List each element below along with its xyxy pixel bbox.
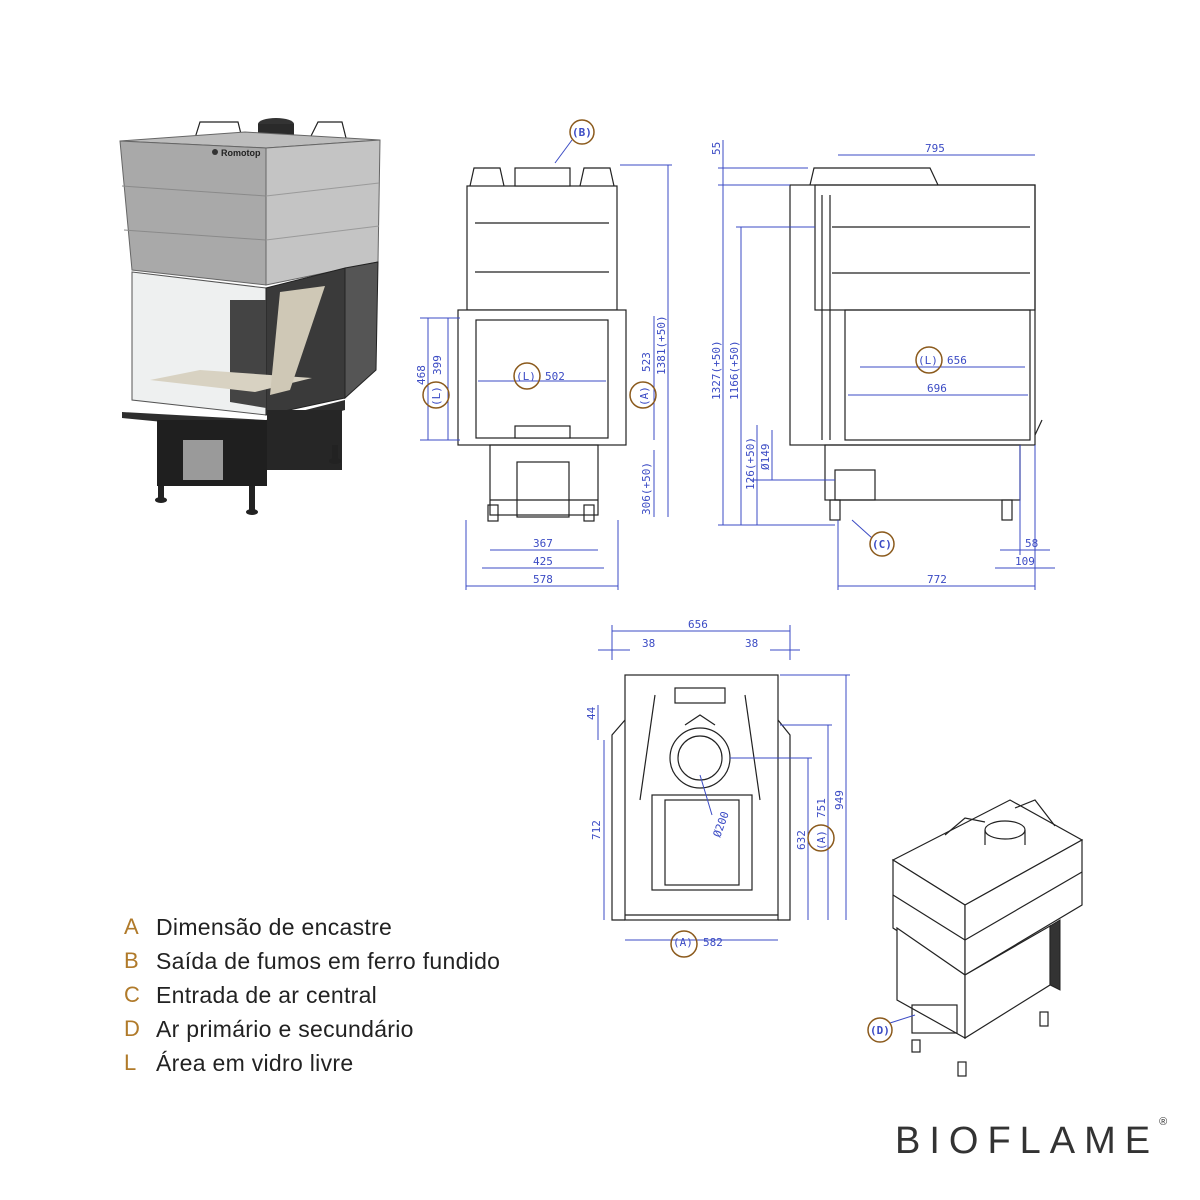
side-dim-149: Ø149 — [759, 444, 772, 471]
side-dim-1166: 1166(+50) — [728, 340, 741, 400]
callout-d: (D) — [870, 1024, 890, 1037]
front-dim-468: 468 — [415, 365, 428, 385]
legend-text: Área em vidro livre — [156, 1049, 354, 1076]
side-callout-l: (L) — [918, 354, 938, 367]
legend-letter: C — [124, 982, 140, 1007]
side-dim-696: 696 — [927, 382, 947, 395]
front-dim-1381: 1381(+50) — [655, 315, 668, 375]
front-view: 468 399 (L) (L) 502 (A) 523 1381(+50) 30… — [415, 119, 672, 590]
front-callout-l-circle — [422, 381, 450, 409]
front-dim-306: 306(+50) — [640, 462, 653, 515]
registered-mark: ® — [1159, 1116, 1168, 1128]
legend-item-l: L Área em vidro livre — [124, 1046, 500, 1080]
callout-b-circle — [569, 119, 595, 145]
product-render: Romotop — [119, 118, 381, 515]
legend-text: Saída de fumos em ferro fundido — [156, 947, 501, 974]
legend-text: Entrada de ar central — [156, 981, 378, 1008]
legend-letter: B — [124, 948, 139, 973]
top-dim-582: 582 — [703, 936, 723, 949]
front-dim-578: 578 — [533, 573, 553, 586]
front-callout-l2: (L) — [516, 370, 536, 383]
front-dim-425: 425 — [533, 555, 553, 568]
front-dim-367: 367 — [533, 537, 553, 550]
side-dim-109: 109 — [1015, 555, 1035, 568]
romotop-logo: Romotop — [221, 148, 261, 158]
top-callout-a: (A) — [815, 830, 828, 850]
legend-item-b: B Saída de fumos em ferro fundido — [124, 944, 500, 978]
legend-text: Ar primário e secundário — [156, 1015, 414, 1042]
side-dim-58: 58 — [1025, 537, 1038, 550]
side-dim-1327: 1327(+50) — [710, 340, 723, 400]
callout-d-circle — [867, 1017, 893, 1043]
front-callout-a: (A) — [638, 386, 651, 406]
front-callout-a-circle — [629, 381, 657, 409]
legend: A Dimensão de encastre B Saída de fumos … — [124, 910, 500, 1080]
side-dim-656: 656 — [947, 354, 967, 367]
top-view: 656 38 38 44 712 632 (A) 751 949 Ø200 (A… — [585, 618, 850, 958]
top-callout-a2-circle — [670, 930, 698, 958]
top-dim-949: 949 — [833, 790, 846, 810]
front-dim-399: 399 — [431, 355, 444, 375]
legend-text: Dimensão de encastre — [156, 913, 393, 940]
front-dim-502: 502 — [545, 370, 565, 383]
side-dim-795: 795 — [925, 142, 945, 155]
top-dim-38-left: 38 — [642, 637, 655, 650]
legend-letter: D — [124, 1016, 140, 1041]
top-dim-38-right: 38 — [745, 637, 758, 650]
front-callout-l2-circle — [513, 362, 541, 390]
top-dim-656: 656 — [688, 618, 708, 631]
side-dim-772: 772 — [927, 573, 947, 586]
brand-name: BIOFLAME — [895, 1120, 1160, 1162]
top-dim-44: 44 — [585, 706, 598, 720]
legend-letter: L — [124, 1050, 137, 1075]
callout-c-circle — [869, 531, 895, 557]
callout-b: (B) — [572, 126, 592, 139]
isometric-drawing: (D) — [867, 799, 1084, 1077]
front-callout-l: (L) — [430, 386, 443, 406]
side-dim-55: 55 — [710, 142, 723, 155]
top-dim-751: 751 — [815, 798, 828, 818]
top-dim-632: 632 — [795, 830, 808, 850]
front-dim-523: 523 — [640, 352, 653, 372]
legend-item-c: C Entrada de ar central — [124, 978, 500, 1012]
side-dim-126: 126(+50) — [744, 437, 757, 490]
legend-item-d: D Ar primário e secundário — [124, 1012, 500, 1046]
top-callout-a2: (A) — [673, 936, 693, 949]
top-dim-712: 712 — [590, 820, 603, 840]
callout-c: (C) — [872, 538, 892, 551]
side-view: 795 55 1327(+50) 1166(+50) 126(+50) Ø149… — [710, 140, 1055, 590]
legend-letter: A — [124, 914, 139, 939]
legend-item-a: A Dimensão de encastre — [124, 910, 500, 944]
bioflame-logo: BIOFLAME® — [895, 1116, 1167, 1163]
top-callout-a-circle — [807, 824, 835, 852]
side-callout-l-circle — [915, 346, 943, 374]
